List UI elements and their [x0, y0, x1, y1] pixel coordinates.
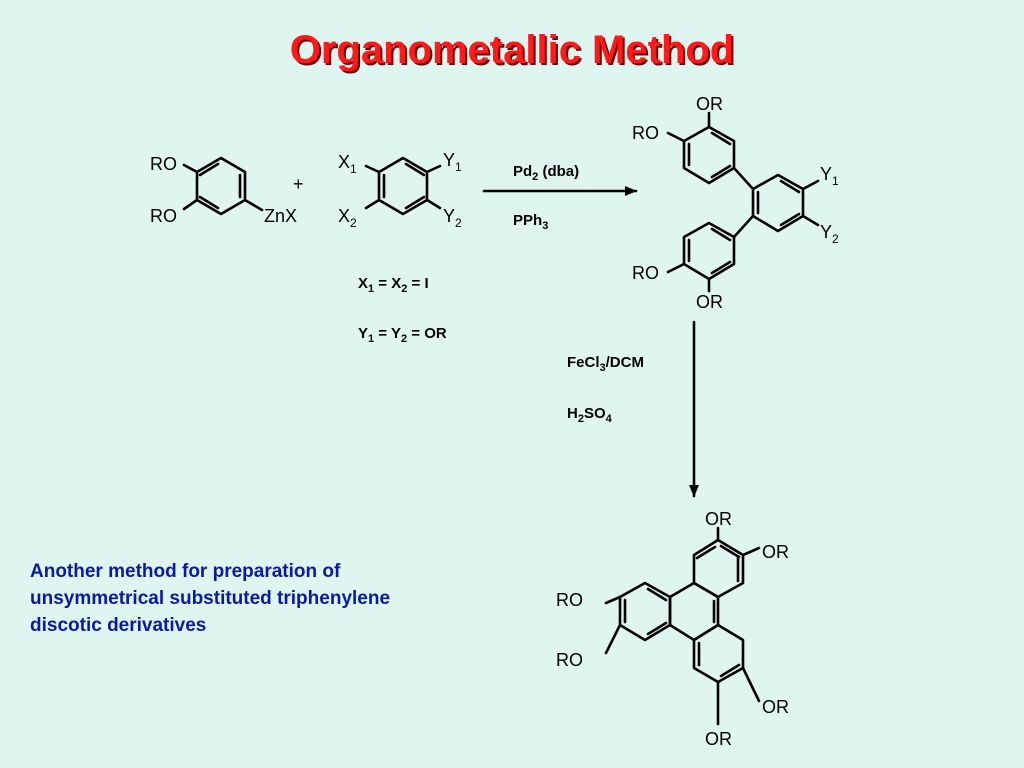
caption-line: Another method for preparation of [30, 561, 341, 582]
y2-label: Y2 [443, 206, 462, 230]
plus-sign: + [293, 174, 304, 194]
substituent-or: OR [696, 292, 723, 312]
x2-label: X2 [338, 206, 357, 230]
step2-acid: H2SO4 [567, 405, 613, 425]
substituent-or: OR [762, 697, 789, 717]
substituent-or: OR [696, 94, 723, 114]
substituent-ro: RO [556, 650, 583, 670]
caption-line: discotic derivatives [30, 615, 207, 636]
reagent-1-structure: RO RO ZnX [150, 154, 297, 226]
benzene-ring [682, 125, 736, 185]
substituent-or: OR [705, 509, 732, 529]
benzene-ring [668, 581, 720, 642]
step1-catalyst: Pd2 (dba) [513, 163, 579, 183]
substituent-ro: RO [150, 154, 177, 174]
step2-oxidant: FeCl3/DCM [567, 354, 644, 374]
x-definition: X1 = X2 = I [358, 275, 429, 295]
substituent-or: OR [762, 542, 789, 562]
caption-line: unsymmetrical substituted triphenylene [30, 588, 391, 609]
step1-ligand: PPh3 [513, 212, 548, 232]
slide-title: Organometallic Method [289, 28, 735, 72]
y2-label: Y2 [820, 222, 839, 246]
benzene-ring [195, 156, 247, 216]
substituent-ro: RO [556, 590, 583, 610]
benzene-ring [751, 173, 805, 233]
substituent-or: OR [705, 729, 732, 749]
x1-label: X1 [338, 152, 357, 176]
product-structure: OR OR RO RO OR OR [556, 509, 789, 749]
y1-label: Y1 [820, 164, 839, 188]
y-definition: Y1 = Y2 = OR [358, 325, 447, 345]
intermediate-structure: OR RO RO OR Y1 Y2 [632, 94, 839, 312]
benzene-ring [618, 581, 672, 642]
zinc-halide-label: ZnX [264, 206, 297, 226]
substituent-ro: RO [632, 123, 659, 143]
y1-label: Y1 [443, 150, 462, 174]
benzene-ring [377, 156, 429, 216]
benzene-ring [692, 623, 745, 684]
substituent-ro: RO [632, 263, 659, 283]
benzene-ring [682, 221, 736, 281]
substituent-ro: RO [150, 206, 177, 226]
caption: Another method for preparation of unsymm… [30, 558, 500, 639]
reagent-2-structure: X1 X2 Y1 Y2 [338, 150, 462, 230]
